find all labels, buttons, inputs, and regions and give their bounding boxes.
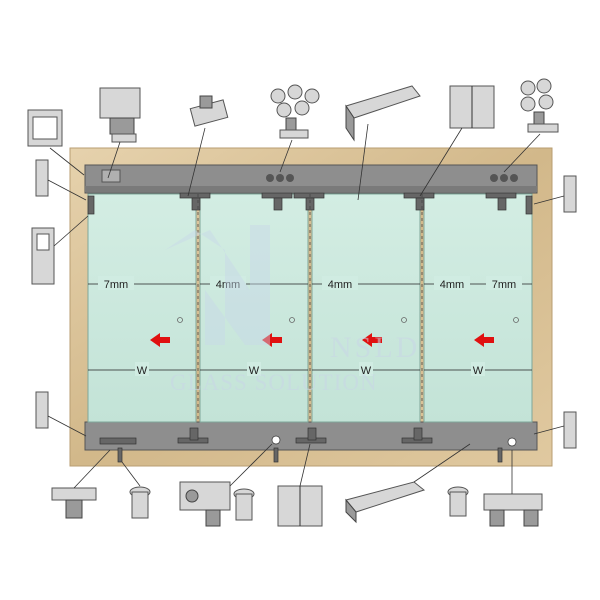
gap-label-left: 7mm [104,279,128,291]
watermark-line2: GLASS SOLUTION [170,370,378,395]
glass-panel-2 [199,193,309,423]
component-floor-socket-3 [447,486,469,517]
panel-width-label-2: W [249,365,260,377]
arrow-left-icon [150,333,170,347]
gap-label-1: 4mm [216,279,240,291]
panel-width-label-3: W [361,365,372,377]
component-top-end-stopper [99,87,141,179]
glass-panel-3 [311,193,421,423]
glass-panels [87,193,533,423]
component-floor-socket-1 [121,461,151,519]
component-bottom-rail-profile [345,443,471,524]
component-hinge-top [419,85,495,197]
top-track-cap [101,169,121,183]
panel-width-label-4: W [473,365,484,377]
gap-label-3: 4mm [440,279,464,291]
component-top-guide-profile [27,109,85,176]
arrow-left-icon [474,333,494,347]
component-top-clamp [187,95,229,197]
component-bottom-roller-block [179,443,273,527]
component-right-bottom-pin [533,411,577,449]
bottom-clamps [99,427,517,463]
glass-panel-1 [87,193,197,423]
panel-width-label-1: W [137,365,148,377]
top-clamps [87,192,533,215]
component-right-pin [533,175,577,213]
glass-panel-4 [423,193,533,423]
component-floor-socket-2 [233,488,255,521]
component-roller-hanger-right [503,78,559,173]
watermark: NSLD GLASS SOLUTION [165,225,420,395]
track-rollers [266,174,518,182]
slide-direction-arrows [150,333,494,347]
watermark-logo-icon [165,225,270,345]
arrow-left-icon [362,333,382,347]
gap-label-2: 4mm [328,279,352,291]
watermark-line1: NSLD [330,331,420,364]
component-hinge-bottom [277,443,323,527]
gap-label-right: 7mm [492,279,516,291]
panel-handles [177,317,519,323]
component-roller-hanger [270,84,320,173]
component-left-bottom-pin [35,391,87,437]
component-left-channel [31,215,89,285]
arrow-left-icon [262,333,282,347]
panel-dividers [197,194,423,422]
component-top-rail-profile [345,85,421,201]
component-bottom-end-block [483,450,543,527]
component-left-pin [35,159,87,201]
component-bottom-guide [51,449,111,519]
